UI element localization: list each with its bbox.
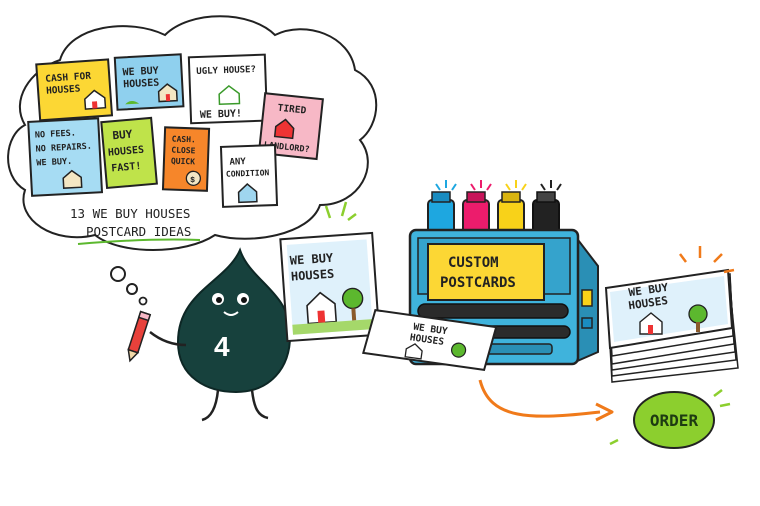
- card-line: QUICK: [171, 157, 196, 167]
- printer-label-line2: POSTCARDS: [440, 275, 516, 291]
- idea-card-we-buy-houses: WE BUY HOUSES: [113, 53, 185, 111]
- door-icon: [165, 93, 171, 102]
- card-line: BUY: [112, 128, 133, 143]
- held-postcard-line: WE BUY: [289, 251, 334, 268]
- card-line: CASH FOR: [45, 71, 92, 85]
- sad-house-icon: [218, 84, 241, 106]
- thought-dot: [138, 296, 148, 306]
- sparkle-lines: [609, 389, 731, 446]
- card-line: NO REPAIRS.: [35, 142, 92, 155]
- card-line: HOUSES: [108, 145, 145, 159]
- idea-card-ugly-house: UGLY HOUSE? WE BUY!: [187, 53, 269, 125]
- door-icon: [92, 101, 98, 109]
- card-line: WE BUY!: [200, 108, 243, 120]
- bush-icon: [125, 100, 140, 105]
- house-icon: [62, 169, 83, 189]
- idea-card-any-condition: ANY CONDITION: [219, 144, 279, 208]
- card-line: CLOSE: [171, 146, 196, 156]
- house-icon: [273, 118, 295, 140]
- sparkle-lines: [435, 180, 457, 191]
- printed-postcard: WE BUY HOUSES: [362, 309, 498, 371]
- card-line: TIRED: [277, 103, 307, 117]
- house-icon: [157, 83, 178, 103]
- idea-card-buy-houses-fast: BUY HOUSES FAST!: [100, 116, 158, 190]
- house-icon: [237, 183, 258, 204]
- card-line: UGLY HOUSE?: [196, 65, 256, 77]
- flow-arrow: [478, 379, 601, 418]
- sparkle-lines: [505, 180, 527, 191]
- card-line: HOUSES: [123, 78, 160, 91]
- card-line: CONDITION: [226, 168, 270, 179]
- card-line: WE BUY.: [36, 157, 72, 169]
- postcard-stack: WE BUY HOUSES: [604, 246, 739, 383]
- card-line: CASH.: [172, 135, 196, 145]
- sparkle-lines: [470, 180, 492, 191]
- held-postcard-line: HOUSES: [290, 267, 334, 284]
- svg-text:$: $: [190, 175, 195, 184]
- house-icon: [639, 312, 663, 335]
- stack-card-line: WE BUY: [628, 281, 670, 299]
- printed-postcard-line: WE BUY: [413, 322, 449, 338]
- card-line: WE BUY: [122, 66, 159, 79]
- printer-side-button: [581, 289, 593, 307]
- tree-icon: [688, 304, 708, 324]
- printer-label-panel: [427, 243, 545, 301]
- mascot-arm-left: [149, 331, 187, 347]
- bubble-caption-line1: 13 WE BUY HOUSES: [70, 206, 190, 221]
- thought-dot: [126, 283, 138, 295]
- bubble-caption-line2: POSTCARD IDEAS: [86, 224, 191, 239]
- sparkle-lines: [679, 246, 735, 274]
- pencil-icon: [127, 310, 152, 363]
- stack-card-line: HOUSES: [628, 294, 669, 312]
- house-icon: [84, 89, 107, 110]
- order-button[interactable]: ORDER: [609, 389, 731, 449]
- caption-underline: [77, 238, 201, 245]
- mascot-number: 4: [214, 331, 230, 362]
- idea-card-tired-landlord: TIRED LANDLORD?: [257, 92, 324, 161]
- held-postcard: WE BUY HOUSES: [279, 231, 381, 343]
- mascot-smile: [223, 311, 239, 316]
- tree-icon: [450, 342, 467, 358]
- ink-bottle-cyan: [427, 191, 455, 235]
- sparkle-lines: [324, 201, 357, 221]
- thought-dot: [110, 266, 126, 282]
- idea-card-no-fees: NO FEES. NO REPAIRS. WE BUY.: [27, 117, 104, 197]
- mascot-leg: [250, 389, 269, 420]
- printer-label-line1: CUSTOM: [448, 255, 499, 271]
- card-line: ANY: [229, 157, 246, 168]
- order-button-label: ORDER: [650, 411, 699, 430]
- mascot-leg: [201, 389, 220, 422]
- idea-card-cash-close-quick: CASH. CLOSE QUICK $: [161, 126, 211, 192]
- tree-icon: [341, 287, 364, 310]
- card-line: FAST!: [111, 161, 142, 175]
- mascot: 4: [127, 201, 357, 422]
- printer-side-button: [581, 317, 593, 329]
- ink-bottle-magenta: [462, 191, 490, 235]
- ink-bottle-black: [532, 191, 560, 235]
- ink-bottle-yellow: [497, 191, 525, 235]
- idea-card-cash-for-houses: CASH FOR HOUSES: [35, 58, 114, 122]
- printer-roller: [417, 303, 569, 319]
- card-line: NO FEES.: [35, 128, 76, 140]
- flow-arrowhead: [595, 402, 614, 422]
- sparkle-lines: [540, 180, 562, 191]
- house-icon: [404, 343, 423, 360]
- house-icon: [306, 291, 338, 325]
- money-bag-icon: [185, 170, 202, 186]
- card-line: HOUSES: [46, 83, 81, 96]
- printed-postcard-line: HOUSES: [409, 332, 445, 348]
